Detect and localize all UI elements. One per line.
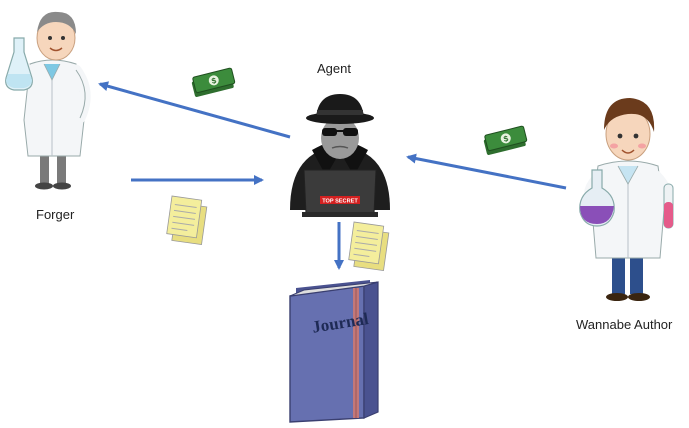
top-secret-sticker [320, 196, 360, 204]
papers-icon [166, 195, 208, 246]
journal-book [289, 280, 379, 423]
agent-figure [290, 94, 390, 217]
agent-label: Agent [317, 61, 351, 76]
svg-text:$: $ [503, 134, 510, 144]
arrow-agent-to-forger [98, 81, 291, 139]
forger-label: Forger [36, 207, 75, 222]
author-figure [579, 98, 674, 301]
money-icon: $ [191, 67, 236, 97]
forger-figure [5, 11, 91, 190]
top-secret-text: TOP SECRET [322, 199, 358, 205]
papers-icon [348, 221, 390, 272]
money-icon: $ [483, 125, 528, 155]
svg-text:$: $ [211, 76, 218, 86]
arrow-author-to-agent [406, 153, 567, 190]
author-label: Wannabe Author [576, 317, 673, 332]
